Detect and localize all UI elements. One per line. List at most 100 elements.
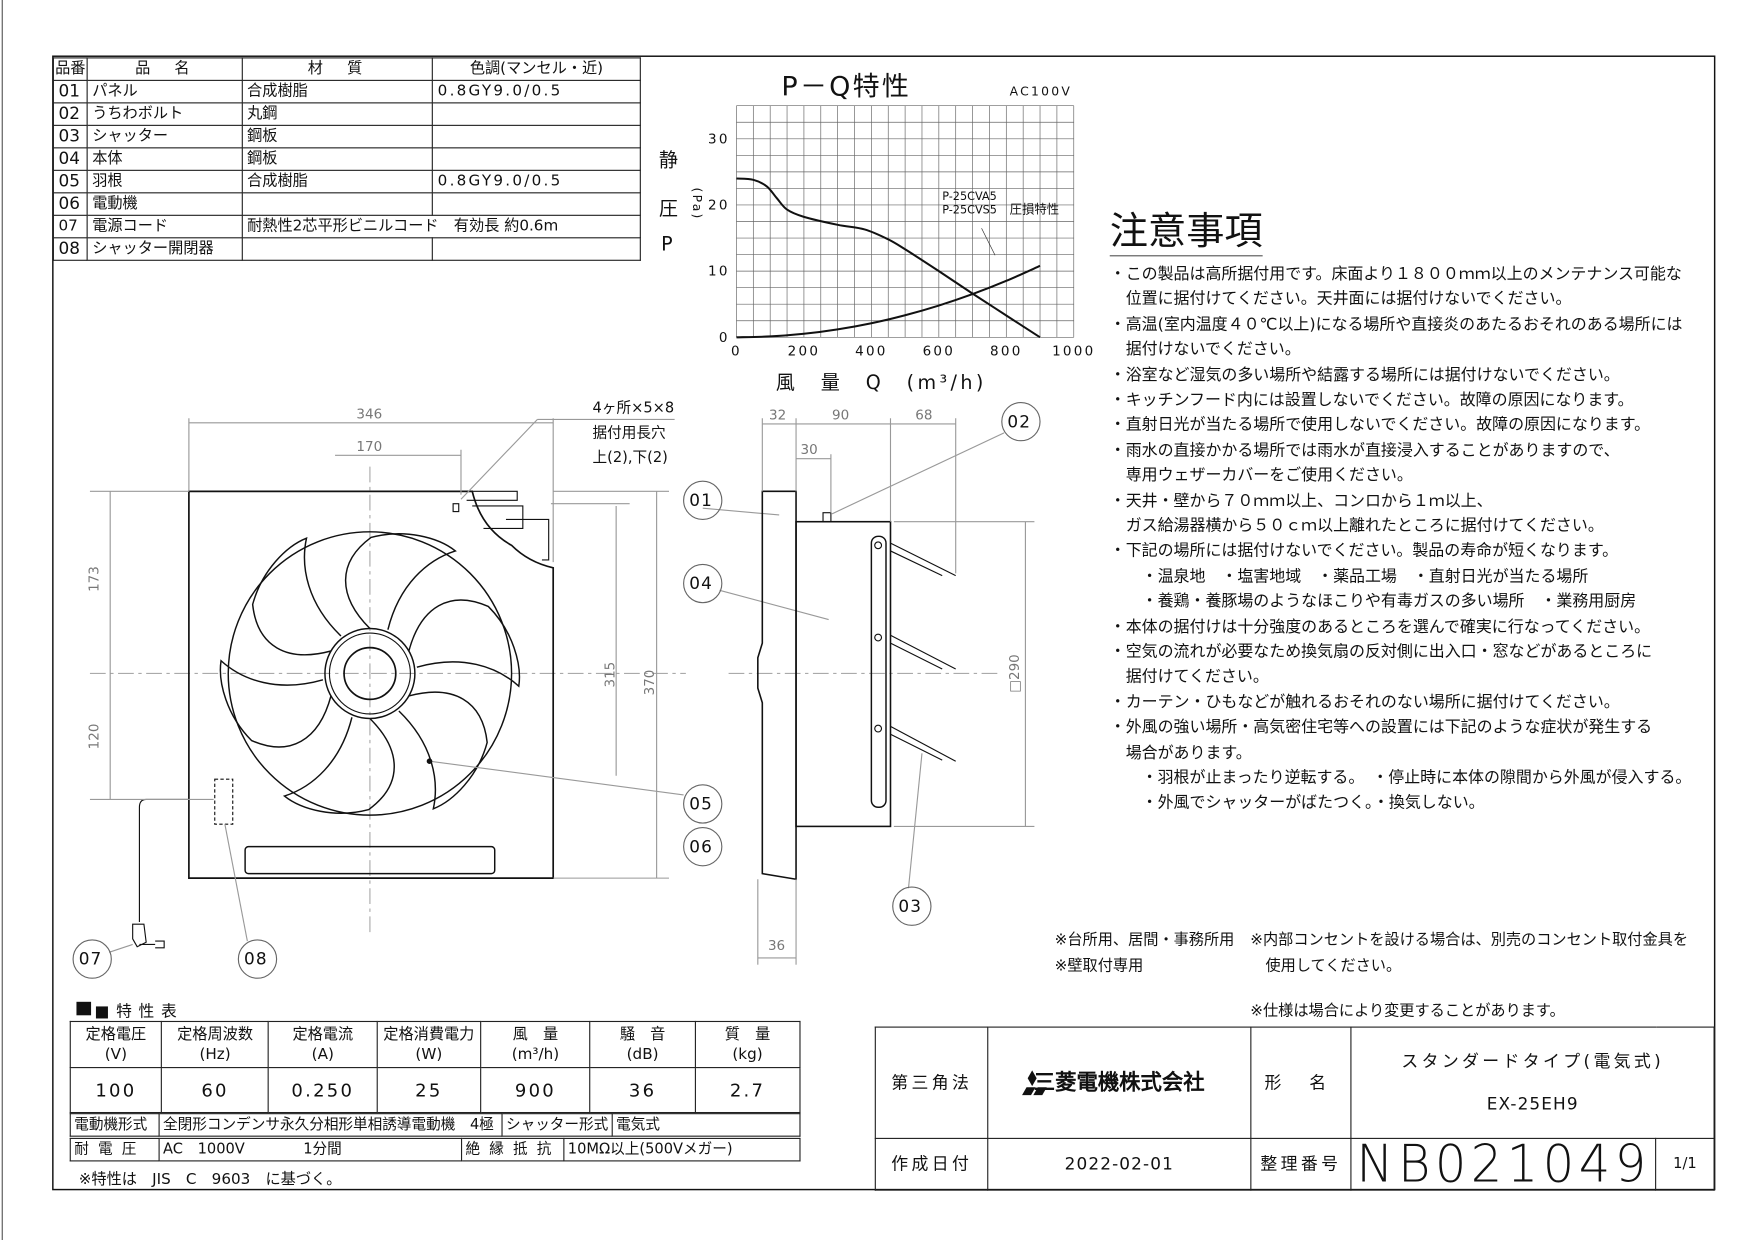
note-line: ・養鶏・養豚場のようなほこりや有毒ガスの多い場所 ・業務用厨房 (1109, 592, 1637, 611)
side-panel (757, 490, 797, 881)
spec-header: 定格消費電力(W) (376, 1020, 482, 1069)
note-line: ・天井・壁から７０ｍｍ以上、コンロから１ｍ以上、 (1109, 492, 1493, 511)
pq-curve (736, 177, 1041, 339)
color (432, 124, 641, 149)
notes-title: 注意事項 (1109, 208, 1263, 257)
dim-bottom: 36 (767, 937, 786, 954)
usage-note-3: ※内部コンセントを設ける場合は、別売のコンセント取付金具を (1250, 930, 1689, 949)
fan-ring (227, 531, 513, 816)
balloon-03: 03 (898, 896, 923, 917)
color (432, 237, 641, 261)
note-line: ・キッチンフード内には設置しないでください。故障の原因になります。 (1109, 391, 1634, 410)
note-line: 場合があります。 (1109, 743, 1252, 762)
material (241, 237, 434, 261)
withstand-label: 耐 電 圧 (69, 1137, 160, 1162)
material: 鋼板 (241, 124, 434, 149)
part-no: 01 (52, 79, 88, 104)
note-line: 据付けてください。 (1109, 668, 1269, 687)
note-line: ・外風の強い場所・高気密住宅等への設置には下記のような症状が発生する (1109, 718, 1653, 737)
usage-note-1: ※台所用、居間・事務所用 (1054, 930, 1235, 949)
note-line: ・外風でシャッターがばたつく。・換気しない。 (1109, 794, 1485, 813)
spec-header-unit: (W) (415, 1045, 443, 1064)
y-label-unit: (Pa) (689, 187, 705, 221)
fan-blade (344, 533, 457, 630)
fan-boss (343, 646, 397, 701)
parts-header-row: 品番 品 名 材 質 色調(マンセル・近) (52, 57, 641, 81)
color: 0.8GY9.0/0.5 (432, 169, 641, 194)
company-name: 三菱電機株式会社 (987, 1026, 1252, 1139)
slot-note: 4ヶ所×5×8 据付用長穴 上(2),下(2) (593, 397, 675, 471)
louvers (874, 541, 956, 762)
balloon-05: 05 (689, 793, 713, 815)
withstand-row: 耐 電 圧 AC 1000V 1分間 絶 縁 抵 抗 10MΩ以上(500Vメガ… (69, 1137, 801, 1162)
spec-header-unit: (m³/h) (511, 1045, 560, 1064)
spec-value: 100 (69, 1067, 163, 1114)
note-line: ・カーテン・ひもなどが触れるおそれのない場所に据付けてください。 (1109, 693, 1620, 712)
dim-offset: 170 (356, 438, 383, 455)
spec-value: 0.250 (268, 1067, 378, 1114)
model-cell: スタンダードタイプ(電気式) EX-25EH9 (1350, 1026, 1715, 1139)
date-label: 作成日付 (874, 1137, 989, 1191)
spec-table: 定格電圧(V)定格周波数(Hz)定格電流(A)定格消費電力(W)風 量(m³/h… (69, 1020, 801, 1114)
fan-blade (408, 599, 521, 688)
color (432, 192, 641, 216)
y-tick-label: 20 (708, 197, 730, 213)
header-part-name: 品 名 (86, 57, 243, 81)
note-line: ・浴室など湿気の多い場所や結露する場所には据付けないでください。 (1109, 366, 1620, 385)
spec-footnote: ※特性は JIS C 9603 に基づく。 (78, 1170, 342, 1189)
model-label: 形 名 (1249, 1026, 1352, 1139)
part-no: 05 (52, 169, 88, 194)
side-dimension-lines (757, 418, 1035, 965)
panel-outline (188, 490, 555, 879)
model-line-2: P-25CVS5 (942, 204, 997, 218)
body-edge (466, 490, 550, 561)
part-no: 04 (52, 147, 88, 171)
y-label-3: P (661, 233, 673, 257)
center-lines (89, 466, 686, 934)
material: 丸鋼 (241, 102, 434, 126)
side-view (728, 418, 1035, 965)
spec-header: 定格電圧(V) (69, 1020, 163, 1069)
spec-value: 25 (376, 1067, 482, 1114)
part-no: 03 (52, 124, 88, 149)
y-label-1: 静 (658, 149, 678, 173)
spec-header-label: 騒 音 (619, 1025, 666, 1044)
dim-width: 346 (356, 405, 383, 422)
annotation-leader (981, 228, 996, 256)
part-no: 08 (52, 237, 88, 261)
dim-upper: 173 (85, 566, 102, 592)
spec-detail-table-2: 耐 電 圧 AC 1000V 1分間 絶 縁 抵 抗 10MΩ以上(500Vメガ… (69, 1137, 801, 1162)
usage-notes-left: ※台所用、居間・事務所用 ※壁取付専用 (1055, 928, 1235, 980)
shutter-rail (870, 535, 887, 809)
note-line: ・下記の場所には据付けないでください。製品の寿命が短くなります。 (1109, 542, 1619, 561)
spec-header: 風 量(m³/h) (480, 1020, 591, 1069)
x-tick-label: 0 (731, 343, 742, 359)
spec-header-unit: (A) (311, 1045, 334, 1064)
part-no: 02 (52, 102, 88, 126)
dim-panel: 32 (769, 407, 787, 423)
spec-header-label: 定格電流 (292, 1025, 354, 1044)
title-block: 第三角法 三菱電機株式会社 形 名 スタンダードタイプ(電気式) EX-25EH… (874, 1026, 1715, 1193)
note-line: ・直射日光が当たる場所で使用しないでください。故障の原因になります。 (1109, 416, 1651, 435)
x-tick-label: 800 (990, 343, 1022, 359)
fan-blade (219, 659, 332, 748)
balloons (72, 401, 1041, 979)
material: 合成樹脂 (241, 79, 434, 104)
motor-row: 電動機形式 全閉形コンデンサ永久分相形単相誘導電動機 4極 シャッター形式 電気… (69, 1113, 801, 1137)
part-name: シャッター (86, 124, 243, 149)
spec-header-label: 質 量 (724, 1025, 771, 1044)
sheet-number: 1/1 (1655, 1137, 1715, 1191)
model-line-1: P-25CVA5 (942, 191, 997, 204)
spec-header-label: 定格消費電力 (383, 1025, 475, 1044)
chart-title: P－Q特性 (781, 70, 912, 103)
